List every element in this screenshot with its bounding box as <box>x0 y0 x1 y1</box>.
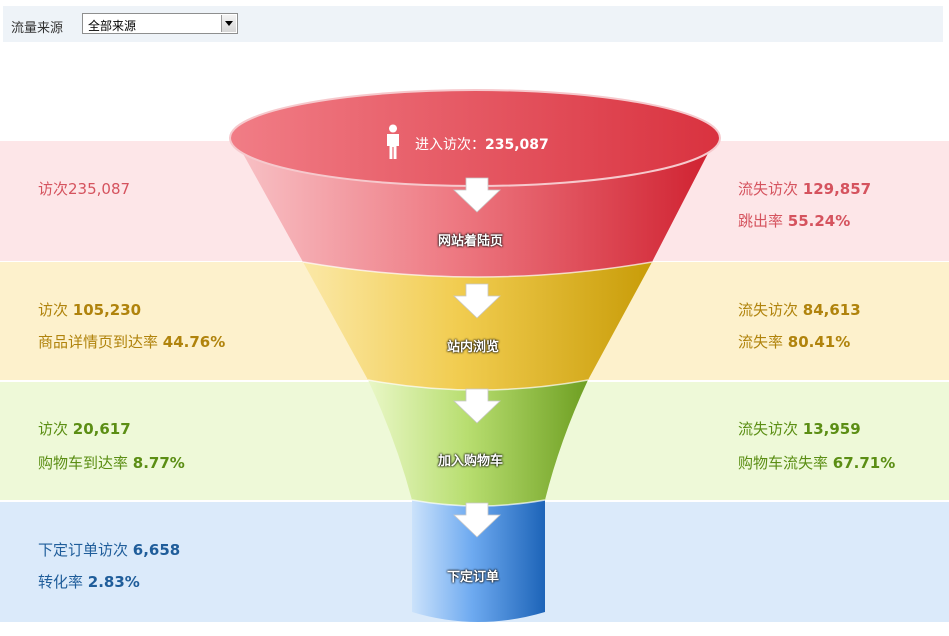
stage-2-visits: 访次 105,230 <box>38 301 142 319</box>
stage-3-rate: 购物车到达率 8.77% <box>38 454 185 472</box>
funnel-entry-visits: 进入访次：235,087 <box>415 137 549 153</box>
chevron-down-icon[interactable] <box>221 15 236 32</box>
funnel-stage-browse <box>303 262 652 390</box>
stage-3-visits: 访次 20,617 <box>38 420 131 438</box>
stage-label-browse: 站内浏览 <box>447 340 500 355</box>
stage-4-rate: 转化率 2.83% <box>38 573 140 591</box>
arrow-down-icon <box>453 283 501 319</box>
stage-3-lost-visits: 流失访次 13,959 <box>738 420 861 438</box>
stage-1-visits: 访次235,087 <box>38 180 131 198</box>
arrow-down-icon <box>453 502 501 538</box>
traffic-source-select[interactable]: 全部来源 <box>82 13 238 34</box>
funnel-stage-order <box>412 500 545 622</box>
arrow-down-icon <box>453 388 501 424</box>
stage-label-landing: 网站着陆页 <box>438 234 504 249</box>
stage-2-lost-rate: 流失率 80.41% <box>738 333 851 351</box>
stage-3-lost-rate: 购物车流失率 67.71% <box>738 454 896 472</box>
person-icon <box>387 124 399 159</box>
stage-2-rate: 商品详情页到达率 44.76% <box>38 333 226 351</box>
stage-1-lost-visits: 流失访次 129,857 <box>738 180 872 198</box>
stage-1-bounce-rate: 跳出率 55.24% <box>738 212 851 230</box>
funnel-stage-cart <box>368 380 588 506</box>
stage-4-visits: 下定订单访次 6,658 <box>38 541 181 559</box>
stage-label-cart: 加入购物车 <box>438 454 504 469</box>
stage-2-lost-visits: 流失访次 84,613 <box>738 301 861 319</box>
arrow-down-icon <box>453 177 501 213</box>
traffic-source-value: 全部来源 <box>88 19 137 33</box>
traffic-source-label: 流量来源 <box>11 21 64 36</box>
stage-label-order: 下定订单 <box>447 570 500 585</box>
filter-bar: 流量来源 全部来源 <box>3 6 943 42</box>
